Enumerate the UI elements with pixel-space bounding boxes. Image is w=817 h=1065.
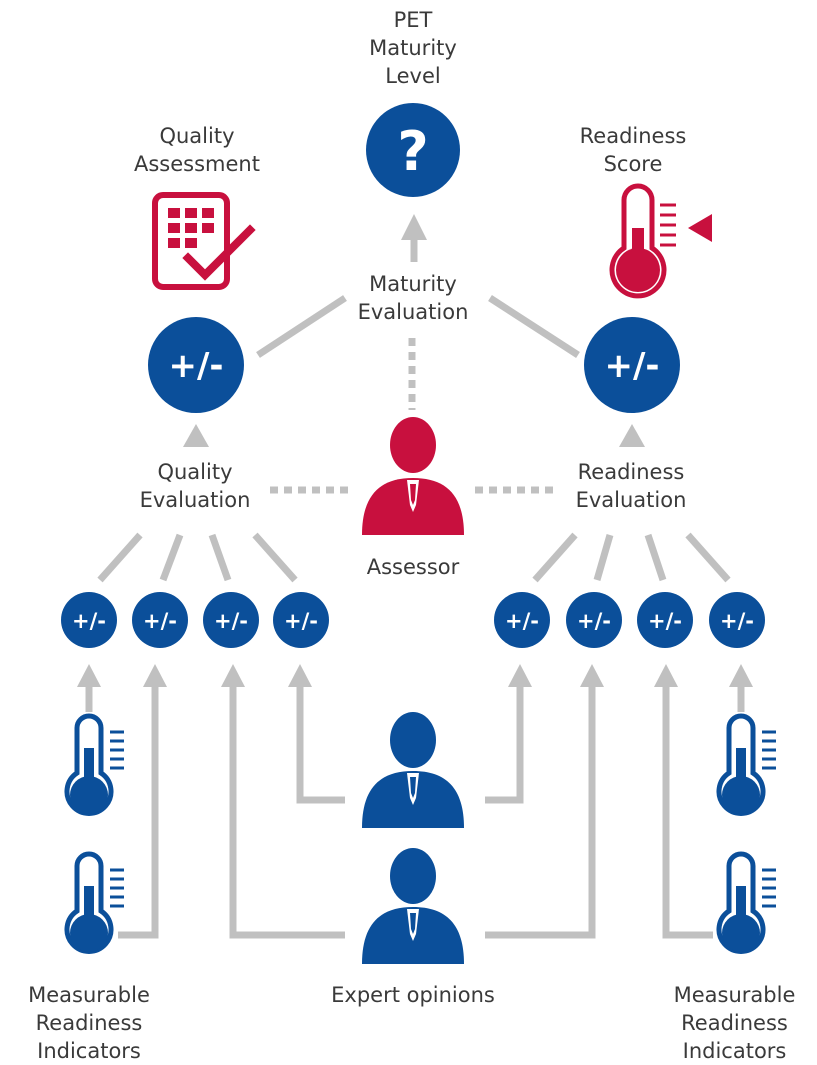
thermometer-icon <box>716 713 776 816</box>
plus-minus-icon: +/- <box>273 592 329 648</box>
thermometer-icon <box>64 713 124 816</box>
connector-readiness-3 <box>644 533 667 582</box>
person-icon-assessor <box>362 417 464 535</box>
pet-maturity-label: PET Maturity Level <box>369 8 457 88</box>
quality-assessment-label: Quality Assessment <box>134 124 260 176</box>
person-icon-expert-1 <box>362 712 464 828</box>
readiness-evaluation-label: Readiness Evaluation <box>575 460 687 512</box>
quality-evaluation-label: Quality Evaluation <box>139 460 251 512</box>
indicators-left-label: Measurable Readiness Indicators <box>28 983 150 1063</box>
connector-maturity-left <box>256 295 347 358</box>
plus-minus-icon: +/- <box>566 592 622 648</box>
question-icon: ? <box>366 103 460 197</box>
small-plus-minus-row: +/- +/- +/- +/- +/- +/- +/- +/- <box>61 592 765 648</box>
connector-quality-3 <box>208 533 232 582</box>
connector-readiness-4 <box>685 532 731 583</box>
indicators-right-label: Measurable Readiness Indicators <box>673 983 796 1063</box>
connector-quality-1 <box>97 532 143 583</box>
assessor-label: Assessor <box>366 555 460 579</box>
svg-text:+/-: +/- <box>143 609 177 633</box>
plus-minus-icon: +/- <box>203 592 259 648</box>
plus-minus-icon: +/- <box>132 592 188 648</box>
svg-text:+/-: +/- <box>720 609 754 633</box>
connector-maturity-right <box>488 295 580 358</box>
svg-text:+/-: +/- <box>604 346 659 386</box>
svg-text:?: ? <box>397 120 428 183</box>
svg-text:+/-: +/- <box>648 609 682 633</box>
svg-text:+/-: +/- <box>284 609 318 633</box>
dotted-connectors <box>270 338 557 494</box>
expert-opinions-label: Expert opinions <box>331 983 495 1007</box>
plus-minus-icon-quality: +/- <box>148 317 244 413</box>
svg-text:+/-: +/- <box>168 346 223 386</box>
connectors <box>85 238 745 939</box>
connector-quality-4 <box>252 532 298 583</box>
svg-text:+/-: +/- <box>577 609 611 633</box>
plus-minus-icon: +/- <box>494 592 550 648</box>
checklist-icon <box>152 192 256 290</box>
plus-minus-icon-readiness: +/- <box>584 317 680 413</box>
svg-text:+/-: +/- <box>505 609 539 633</box>
connector-readiness-2 <box>593 534 614 581</box>
readiness-score-label: Readiness Score <box>579 124 687 176</box>
person-icon-expert-2 <box>362 848 464 964</box>
arrowheads <box>77 214 753 687</box>
thermometer-icon <box>716 851 776 954</box>
thermometer-icon <box>64 851 124 954</box>
plus-minus-icon: +/- <box>637 592 693 648</box>
plus-minus-icon: +/- <box>709 592 765 648</box>
connector-quality-2 <box>159 533 184 582</box>
thermometer-icon-score <box>609 183 712 299</box>
maturity-evaluation-label: Maturity Evaluation <box>357 272 469 324</box>
plus-minus-icon: +/- <box>61 592 117 648</box>
connector-readiness-1 <box>532 532 578 583</box>
svg-text:+/-: +/- <box>72 609 106 633</box>
svg-text:+/-: +/- <box>214 609 248 633</box>
